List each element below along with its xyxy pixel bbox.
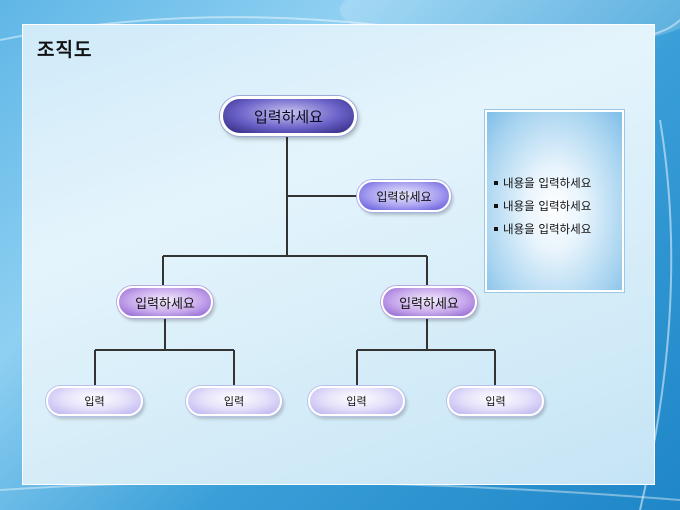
bullet-icon <box>494 180 498 185</box>
org-node-top[interactable]: 입력하세요 <box>220 96 357 136</box>
info-list-item: 내용을 입력하세요 <box>494 195 622 218</box>
info-item-text: 내용을 입력하세요 <box>503 199 592 213</box>
info-item-text: 내용을 입력하세요 <box>503 176 592 190</box>
page-title: 조직도 <box>37 39 93 61</box>
info-list-item: 내용을 입력하세요 <box>494 172 622 195</box>
info-list-item: 내용을 입력하세요 <box>494 218 622 241</box>
org-node-side[interactable]: 입력하세요 <box>357 180 451 212</box>
org-node-leaf-4[interactable]: 입력 <box>447 386 544 416</box>
org-node-mid-right[interactable]: 입력하세요 <box>381 286 477 318</box>
bullet-icon <box>494 203 498 208</box>
org-node-leaf-2[interactable]: 입력 <box>186 386 282 416</box>
org-node-leaf-3[interactable]: 입력 <box>308 386 405 416</box>
info-item-text: 내용을 입력하세요 <box>503 222 592 236</box>
info-list: 내용을 입력하세요 내용을 입력하세요 내용을 입력하세요 <box>494 172 622 241</box>
org-node-mid-left[interactable]: 입력하세요 <box>117 286 213 318</box>
bullet-icon <box>494 226 498 231</box>
org-node-leaf-1[interactable]: 입력 <box>46 386 143 416</box>
info-box[interactable]: 내용을 입력하세요 내용을 입력하세요 내용을 입력하세요 <box>485 110 624 292</box>
